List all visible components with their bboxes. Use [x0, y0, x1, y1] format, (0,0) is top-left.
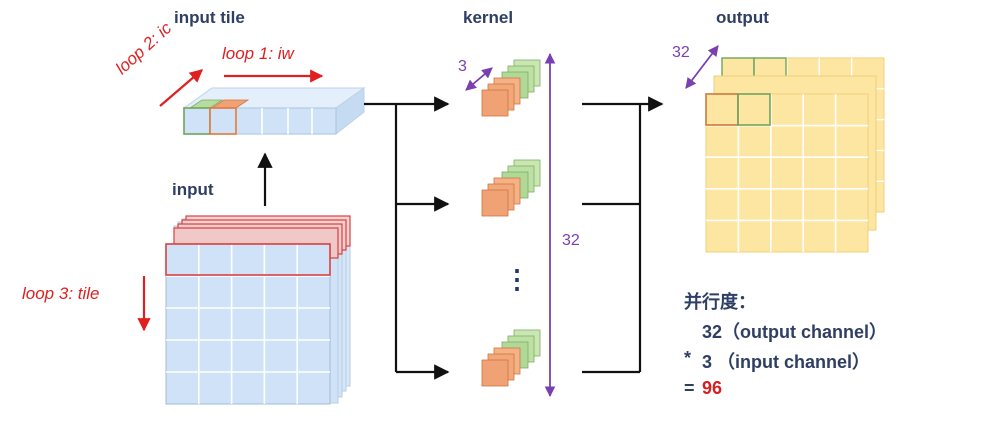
loop1-label: loop 1: iw: [222, 44, 294, 63]
tile-to-kernel-connectors: [364, 96, 450, 380]
kernel-group-3: [481, 329, 541, 387]
kernel-title: kernel: [463, 8, 514, 27]
kernel-to-output-connectors: [582, 96, 664, 374]
loop3-label: loop 3: tile: [22, 284, 100, 303]
output-depth-arrow: [685, 45, 719, 89]
input-tile-title: input tile: [174, 8, 245, 27]
kernel-group-1: [481, 59, 541, 117]
output-tensor: [705, 57, 885, 253]
output-depth-label: 32: [672, 44, 690, 61]
input-tile: [182, 87, 366, 136]
kernel-depth-arrow: [465, 67, 493, 91]
loop2-arrow: [159, 69, 204, 107]
parallelism-result: 96: [702, 378, 723, 398]
kernel-count-label: 32: [562, 232, 580, 249]
parallelism-equals-op: =: [684, 378, 695, 398]
input-tensor: [165, 215, 351, 405]
parallelism-line1: 32（output channel）: [702, 322, 888, 342]
output-title: output: [716, 8, 769, 27]
kernel-ellipsis: ⋮: [504, 264, 530, 294]
parallelism-heading: 并行度：: [684, 292, 756, 312]
input-title: input: [172, 180, 214, 199]
kernel-depth-label: 3: [458, 58, 467, 75]
parallelism-line2: 3 （input channel）: [702, 352, 871, 372]
kernel-group-2: [481, 159, 541, 217]
parallelism-multiply-op: *: [684, 348, 692, 368]
